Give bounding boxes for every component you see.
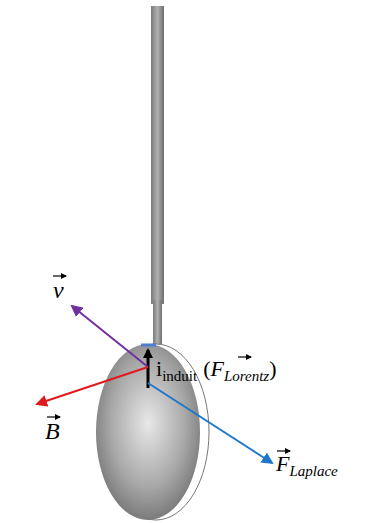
force-symbol: F — [210, 356, 223, 381]
force-subscript: Laplace — [289, 463, 337, 479]
current-subscript: induit — [162, 368, 197, 384]
force-symbol: F — [276, 451, 289, 476]
disk — [96, 344, 200, 520]
parenthesis: ( — [203, 356, 210, 381]
vector-arrow — [47, 416, 60, 417]
label-group: iinduit(FLorentz) — [156, 358, 277, 380]
field-symbol: B — [45, 418, 60, 444]
rod — [153, 300, 162, 346]
velocity-symbol: v — [53, 277, 64, 303]
force-subscript: Lorentz — [224, 368, 269, 384]
induced-current-arrow — [147, 350, 150, 388]
field-arrow — [37, 367, 148, 404]
vector-arrow — [53, 275, 66, 276]
label-group: v — [53, 278, 64, 302]
vector-arrow — [238, 356, 251, 357]
velocity-arrow — [72, 306, 148, 367]
rod-joint — [141, 344, 156, 347]
rod — [151, 6, 164, 304]
label-group: FLaplace — [276, 453, 338, 475]
label-group: B — [45, 419, 60, 443]
current-symbol: i — [156, 356, 162, 381]
parenthesis: ) — [269, 356, 276, 381]
laplace-force-arrow — [148, 383, 272, 463]
